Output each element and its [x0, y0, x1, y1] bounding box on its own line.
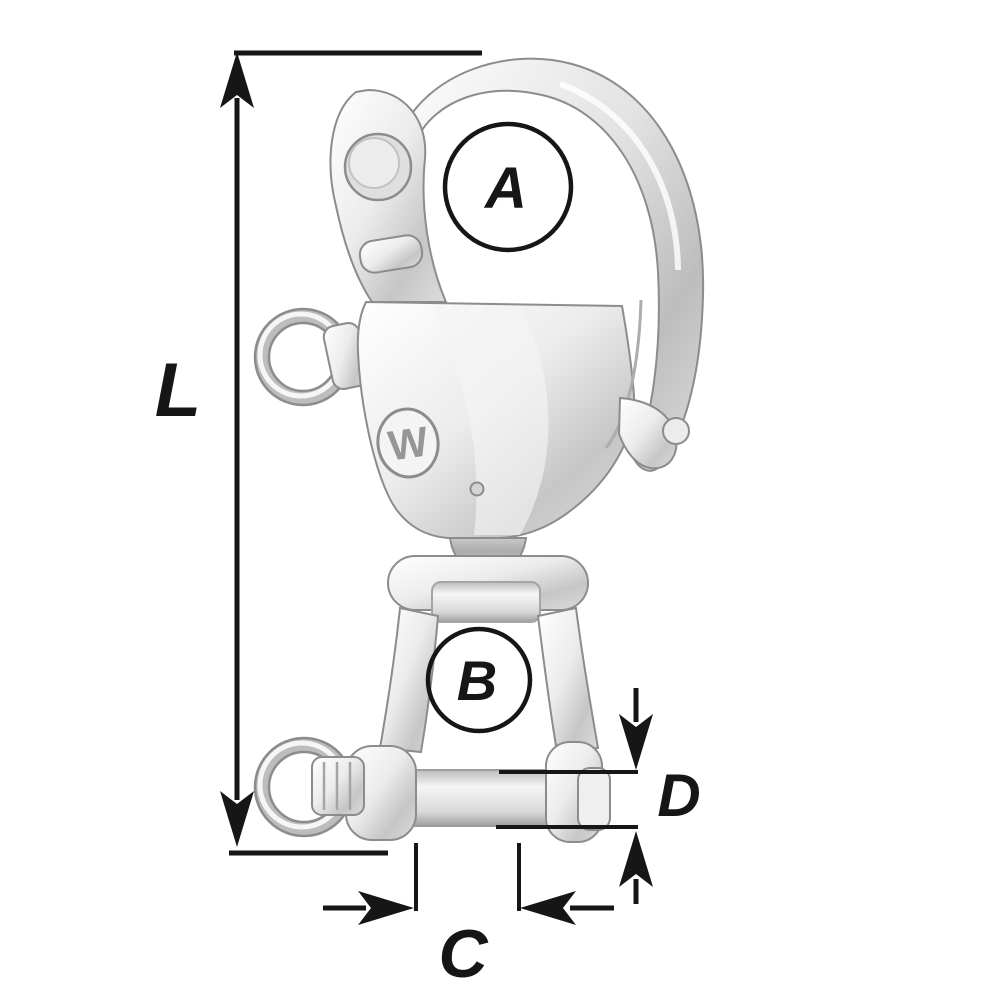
arrow-L-up	[220, 52, 254, 108]
housing-tab	[358, 234, 424, 274]
swivel-socket	[431, 581, 541, 623]
callout-circle-A	[442, 121, 574, 253]
body-rivet	[469, 481, 485, 497]
hinge-pin-boss	[662, 417, 690, 445]
snap-gate-bow	[400, 57, 705, 472]
arrow-C-right	[358, 891, 414, 925]
gate-hinge	[617, 396, 690, 470]
dimension-lines	[229, 50, 639, 911]
arrow-D-down	[619, 714, 653, 770]
dimension-arrowheads	[220, 52, 653, 925]
label-D: D	[657, 762, 700, 829]
label-B: B	[457, 649, 497, 712]
shackle-hardware: W	[253, 57, 705, 843]
brand-letter: W	[385, 417, 431, 469]
clevis-pin-end	[577, 767, 611, 831]
fork-arm-right	[536, 606, 600, 754]
label-C: C	[438, 916, 488, 992]
arrow-L-down	[220, 791, 254, 847]
label-L: L	[155, 348, 201, 433]
brand-stamp: W	[376, 407, 440, 479]
pin-knurled-head	[311, 756, 365, 816]
arrow-C-left	[520, 891, 576, 925]
gate-inner-shade	[604, 299, 643, 449]
dimension-labels: L A B C D	[155, 156, 701, 992]
label-A: A	[483, 156, 527, 221]
body-highlight	[432, 306, 549, 535]
gate-edge-highlight	[558, 81, 681, 271]
callout-circle-B	[425, 626, 533, 734]
release-pull-ring	[253, 307, 370, 407]
arrow-D-up	[619, 831, 653, 887]
piston-plunger-face	[348, 137, 400, 189]
